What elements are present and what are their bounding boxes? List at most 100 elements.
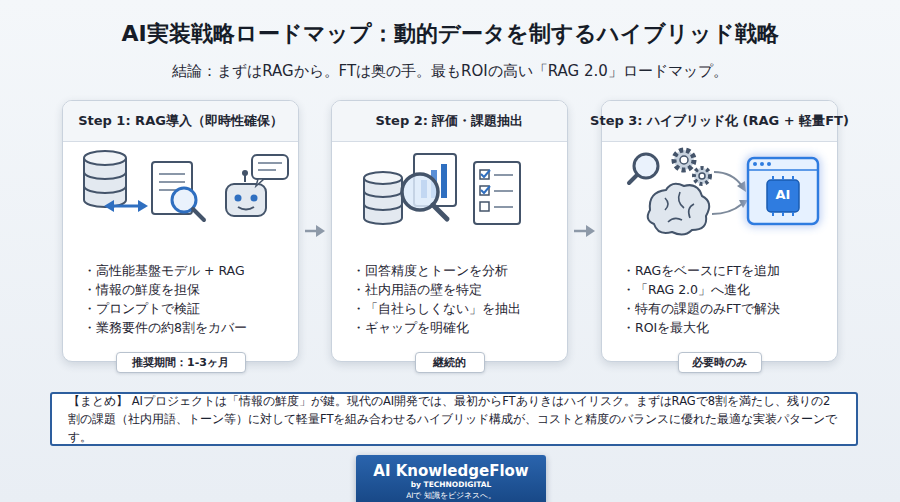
illustration-part [629,175,637,183]
merge-arrows [712,172,748,214]
illustration-part [138,200,148,212]
arrow-head [316,225,325,237]
illustration-part [772,212,774,216]
magnifier-icon [402,174,447,219]
illustration-part [414,154,456,206]
illustration-part [782,212,784,216]
illustration-part [782,176,784,180]
illustration-part [760,162,764,166]
bullet-item: ・ROIを最大化 [622,318,829,337]
illustration-part [84,158,126,207]
illustration-part [84,186,126,193]
illustration-part [258,162,282,164]
illustration-part [364,172,402,184]
illustration-part [648,184,709,235]
tag-text: 推奨期間：1-3ヶ月 [132,355,229,370]
illustration-part [226,184,266,216]
step-heading: Step 1: RAG導入（即時性確保） [63,101,298,142]
duration-tag: 必要時のみ [678,352,762,373]
tag-text: 必要時のみ [692,355,747,370]
checklist-icon [474,162,520,224]
brain-icon [648,184,709,235]
illustration-part [737,181,746,192]
illustration-part [792,176,794,180]
bullet-item: ・プロンプトで検証 [83,299,290,318]
bullet-list: ・RAGをベースにFTを追加・「RAG 2.0」へ進化・特有の課題のみFTで解決… [622,261,829,337]
illustration-part [712,204,742,214]
tag-text: 継続的 [433,355,466,370]
database-stack-icon [364,172,402,224]
diagram-title: AI実装戦略ロードマップ：動的データを制するハイブリッド戦略 [0,19,900,49]
duration-tag: 推奨期間：1-3ヶ月 [116,352,246,373]
document-search-icon [152,162,204,220]
illustration-part [494,174,513,176]
bullet-list: ・高性能基盤モデル + RAG・情報の鮮度を担保・プロンプトで検証・業務要件の約… [83,261,290,337]
illustration-part [152,162,192,214]
subtitle-text: 結論：まずはRAGから。FTは奥の手。最もROIの高い「RAG 2.0」ロードマ… [0,62,900,81]
ai-window-icon [748,158,818,224]
step-card: Step 3: ハイブリッド化 (RAG + 軽量FT)・RAGをベースにFTを… [601,100,838,362]
brand-logo-box: AI KnowledgeFlowby TECHNODIGITALAIで 知識をビ… [356,455,546,502]
bullet-item: ・特有の課題のみFTで解決 [622,299,829,318]
illustration-part [364,178,402,224]
illustration-part [431,170,437,198]
bullet-item: ・ギャップを明確化 [352,318,559,337]
search-gear-icon [629,150,710,184]
illustration-part [748,158,818,224]
arrow-head [586,225,595,237]
illustration-part [256,179,264,186]
duration-tag: 継続的 [415,352,485,373]
illustration-part [159,181,185,183]
illustration-part [235,195,242,202]
step-heading: Step 2: 評価・課題抽出 [332,101,567,142]
chatbot-icon [226,155,288,216]
illustration-part [494,190,513,192]
illustration-part [172,188,196,212]
illustration-part [494,206,513,208]
illustration-part [421,180,427,198]
illustration-part [772,176,774,180]
bullet-item: ・社内用語の壁を特定 [352,280,559,299]
bullet-item: ・回答精度とトーンを分析 [352,261,559,280]
illustration-part [159,189,176,191]
flow-arrow [305,225,325,237]
illustration-part [364,204,402,210]
illustration-part [694,168,710,184]
bullet-item: ・「自社らしくない」を抽出 [352,299,559,318]
illustration-part [753,162,757,166]
bullet-item: ・情報の鮮度を担保 [83,280,290,299]
illustration-part [748,169,818,171]
illustration-part [481,186,490,193]
bullet-item: ・高性能基盤モデル + RAG [83,261,290,280]
illustration-part [242,170,248,176]
illustration-part [674,150,694,170]
illustration-part [193,209,204,220]
illustration-part [474,162,520,224]
illustration-part [238,207,254,210]
illustration-part [251,195,258,202]
illustration-part [480,186,489,195]
illustration-part [739,200,748,208]
illustration-part [767,180,799,212]
illustration-part [767,162,771,166]
illustration-part [258,169,276,171]
bullet-item: ・業務要件の約8割をカバー [83,318,290,337]
bullet-item: ・RAGをベースにFTを追加 [622,261,829,280]
step-card: Step 1: RAG導入（即時性確保） ・高性能基盤モデル + RAG・情報の鮮… [62,100,299,362]
illustration-part [364,191,402,197]
illustration-part [244,175,246,182]
summary-text: 【まとめ】 AIプロジェクトは「情報の鮮度」が鍵。現代のAI開発では、最初からF… [68,392,840,446]
illustration-part [792,212,794,216]
step-card: Step 2: 評価・課題抽出・回答精度とトーンを分析・社内用語の壁を特定・「自… [331,100,568,362]
chart-document-icon [414,154,456,206]
bullet-list: ・回答精度とトーンを分析・社内用語の壁を特定・「自社らしくない」を抽出・ギャップ… [352,261,559,337]
illustration-part [84,151,126,165]
illustration-part [480,170,489,179]
logo-text: AI KnowledgeFlow [356,462,546,480]
illustration-part [680,156,688,164]
illustration-part [84,172,126,179]
illustration-part [480,202,489,211]
connector-line [574,230,587,233]
database-icon [84,151,126,207]
